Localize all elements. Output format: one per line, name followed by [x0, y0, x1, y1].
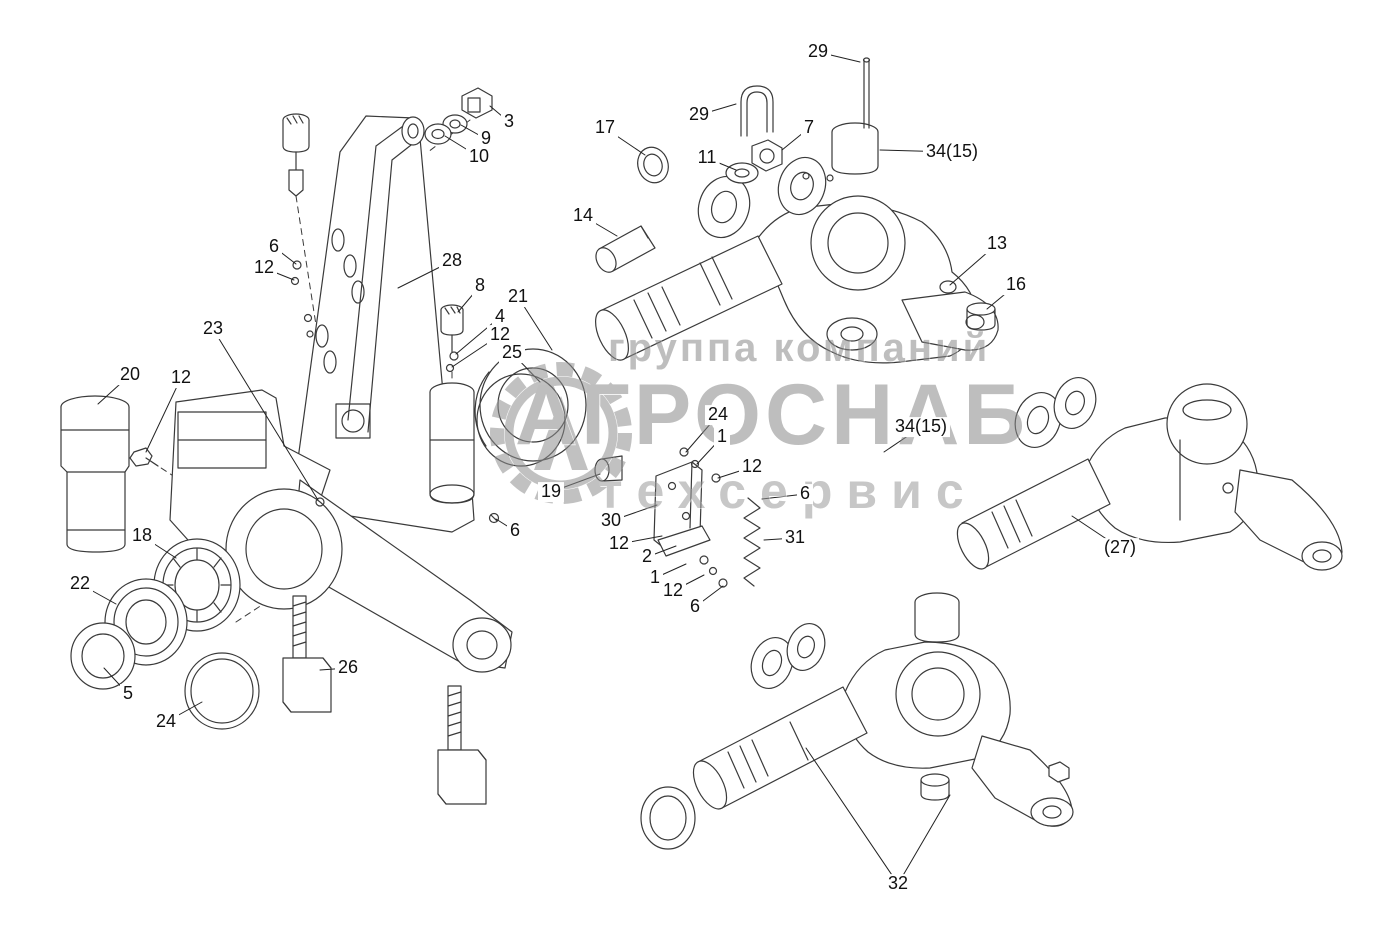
callout-6: 6 — [506, 520, 524, 541]
callout-30: 30 — [597, 510, 625, 531]
callout-20: 20 — [116, 364, 144, 385]
callout-4: 4 — [491, 306, 509, 327]
part-o-ring — [184, 652, 260, 730]
callout-5: 5 — [119, 683, 137, 704]
callout-12: 12 — [659, 580, 687, 601]
part-pivot-tube — [429, 304, 475, 504]
part-small-screws-left — [290, 260, 314, 338]
callout-22: 22 — [66, 573, 94, 594]
part-lower-knuckle — [640, 592, 1074, 850]
part-upper-knuckle — [594, 57, 999, 364]
part-handle-knob — [282, 113, 310, 197]
callout-1: 1 — [713, 426, 731, 447]
callout-31: 31 — [781, 527, 809, 548]
callout-29: 29 — [804, 41, 832, 62]
callout-23: 23 — [199, 318, 227, 339]
callout-3415: 34(15) — [922, 141, 982, 162]
callout-32: 32 — [884, 873, 912, 894]
part-stud-block-b — [437, 685, 487, 805]
callout-10: 10 — [465, 146, 493, 167]
callout-24: 24 — [152, 711, 180, 732]
callout-3415: 34(15) — [891, 416, 951, 437]
callout-12: 12 — [738, 456, 766, 477]
callout-8: 8 — [471, 275, 489, 296]
callout-12: 12 — [167, 367, 195, 388]
callout-6: 6 — [265, 236, 283, 257]
part-right-knuckle — [956, 377, 1343, 571]
part-ring-5 — [70, 622, 136, 690]
part-stud-block-a — [282, 595, 332, 713]
callout-14: 14 — [569, 205, 597, 226]
callout-7: 7 — [800, 117, 818, 138]
callout-18: 18 — [128, 525, 156, 546]
callout-24: 24 — [704, 404, 732, 425]
callout-27: (27) — [1100, 537, 1140, 558]
part-bolt-12b — [129, 447, 159, 467]
part-support-bracket — [293, 115, 475, 533]
callout-12: 12 — [605, 533, 633, 554]
callout-26: 26 — [334, 657, 362, 678]
part-swing-arm — [169, 389, 513, 673]
callout-12: 12 — [486, 324, 514, 345]
callout-11: 11 — [694, 147, 720, 168]
callout-29: 29 — [685, 104, 713, 125]
callout-16: 16 — [1002, 274, 1030, 295]
part-canister — [60, 395, 130, 553]
callout-13: 13 — [983, 233, 1011, 254]
callout-9: 9 — [477, 128, 495, 149]
callout-25: 25 — [498, 342, 526, 363]
callout-12: 12 — [250, 257, 278, 278]
callout-6: 6 — [796, 483, 814, 504]
callout-6: 6 — [686, 596, 704, 617]
callout-17: 17 — [591, 117, 619, 138]
callout-28: 28 — [438, 250, 466, 271]
callout-2: 2 — [638, 546, 656, 567]
callout-21: 21 — [504, 286, 532, 307]
callout-1: 1 — [646, 567, 664, 588]
part-screw-6c — [488, 512, 500, 524]
callout-19: 19 — [537, 481, 565, 502]
callout-3: 3 — [500, 111, 518, 132]
part-bolt-washers — [424, 87, 493, 145]
